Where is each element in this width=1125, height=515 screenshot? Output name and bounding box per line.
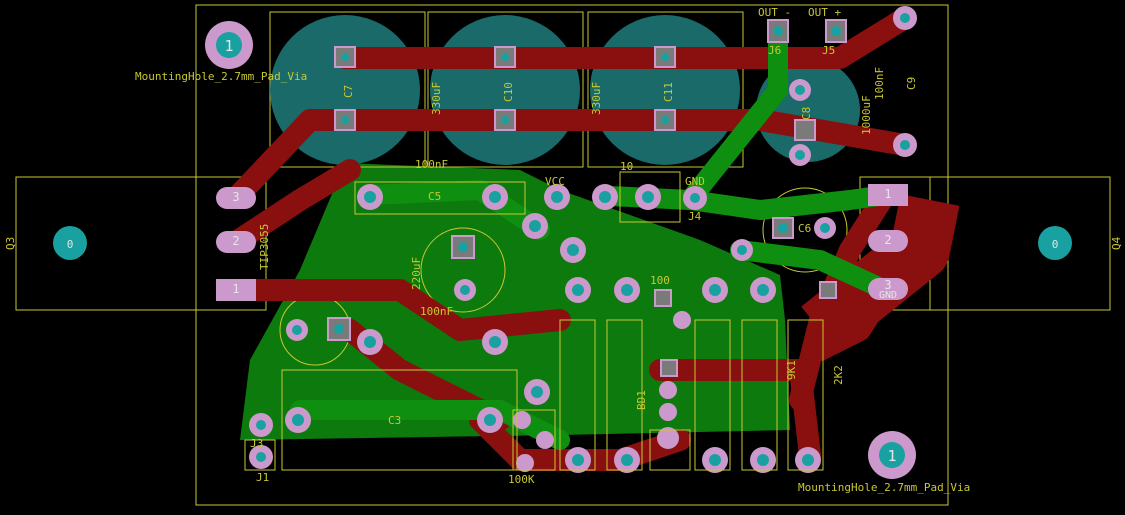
svg-text:1000uF: 1000uF xyxy=(860,95,873,135)
svg-text:220uF: 220uF xyxy=(410,257,423,290)
svg-text:GND: GND xyxy=(879,290,897,301)
svg-text:C8: C8 xyxy=(800,107,813,120)
front-copper-wide xyxy=(801,194,960,354)
svg-text:J5: J5 xyxy=(822,44,835,57)
svg-text:100K: 100K xyxy=(508,473,535,486)
svg-text:GND: GND xyxy=(685,175,705,188)
svg-text:3: 3 xyxy=(232,190,239,204)
q3-label: Q3 xyxy=(4,237,17,250)
svg-text:10: 10 xyxy=(620,160,633,173)
mh-right-label: MountingHole_2.7mm_Pad_Via xyxy=(798,481,970,494)
q4-mount-hole: 0 xyxy=(1038,226,1072,260)
mounting-hole-left: 1 xyxy=(205,21,253,69)
svg-text:2: 2 xyxy=(232,234,239,248)
svg-text:J3: J3 xyxy=(250,437,263,450)
q3-value: TIP3055 xyxy=(258,224,271,270)
q4-label: Q4 xyxy=(1110,236,1123,250)
svg-text:C9: C9 xyxy=(905,77,918,90)
svg-text:330uF: 330uF xyxy=(430,82,443,115)
svg-text:C7: C7 xyxy=(342,85,355,98)
svg-text:3: 3 xyxy=(884,278,891,292)
svg-text:100nF: 100nF xyxy=(415,158,448,171)
svg-text:J1: J1 xyxy=(256,471,269,484)
through-hole-pads xyxy=(249,6,917,473)
mh-right-number: 1 xyxy=(887,447,896,465)
q3-footprint xyxy=(15,176,267,311)
svg-text:C6: C6 xyxy=(798,222,811,235)
svg-text:1: 1 xyxy=(232,282,239,296)
svg-text:J4: J4 xyxy=(688,210,702,223)
svg-text:C5: C5 xyxy=(428,190,441,203)
svg-text:VCC: VCC xyxy=(545,175,565,188)
back-copper-traces xyxy=(290,20,895,450)
svg-text:C10: C10 xyxy=(502,82,515,102)
component-outlines xyxy=(244,171,824,471)
svg-text:330uF: 330uF xyxy=(590,82,603,115)
mh-left-number: 1 xyxy=(224,37,233,55)
mounting-hole-right: 1 xyxy=(868,431,916,479)
q4-pins: 1 2 3 GND xyxy=(868,184,908,301)
svg-text:C11: C11 xyxy=(662,82,675,102)
svg-text:OUT +: OUT + xyxy=(808,6,841,19)
svg-text:1: 1 xyxy=(884,187,891,201)
mh-left-label: MountingHole_2.7mm_Pad_Via xyxy=(135,70,307,83)
svg-text:2: 2 xyxy=(884,233,891,247)
q3-pins: 3 2 1 xyxy=(216,187,256,301)
svg-text:9K1: 9K1 xyxy=(785,360,798,380)
svg-text:100: 100 xyxy=(650,274,670,287)
svg-text:0: 0 xyxy=(67,238,74,251)
svg-text:2K2: 2K2 xyxy=(832,365,845,385)
svg-text:0: 0 xyxy=(1052,238,1059,251)
q3-mount-hole: 0 xyxy=(53,226,87,260)
silkscreen-labels: OUT - OUT + J6 J5 J4 J1 J3 C7 C10 C11 C9… xyxy=(250,6,918,486)
svg-text:100nF: 100nF xyxy=(873,67,886,100)
svg-text:100nF: 100nF xyxy=(420,305,453,318)
svg-text:C3: C3 xyxy=(388,414,401,427)
svg-text:OUT -: OUT - xyxy=(758,6,791,19)
svg-text:J6: J6 xyxy=(768,44,781,57)
